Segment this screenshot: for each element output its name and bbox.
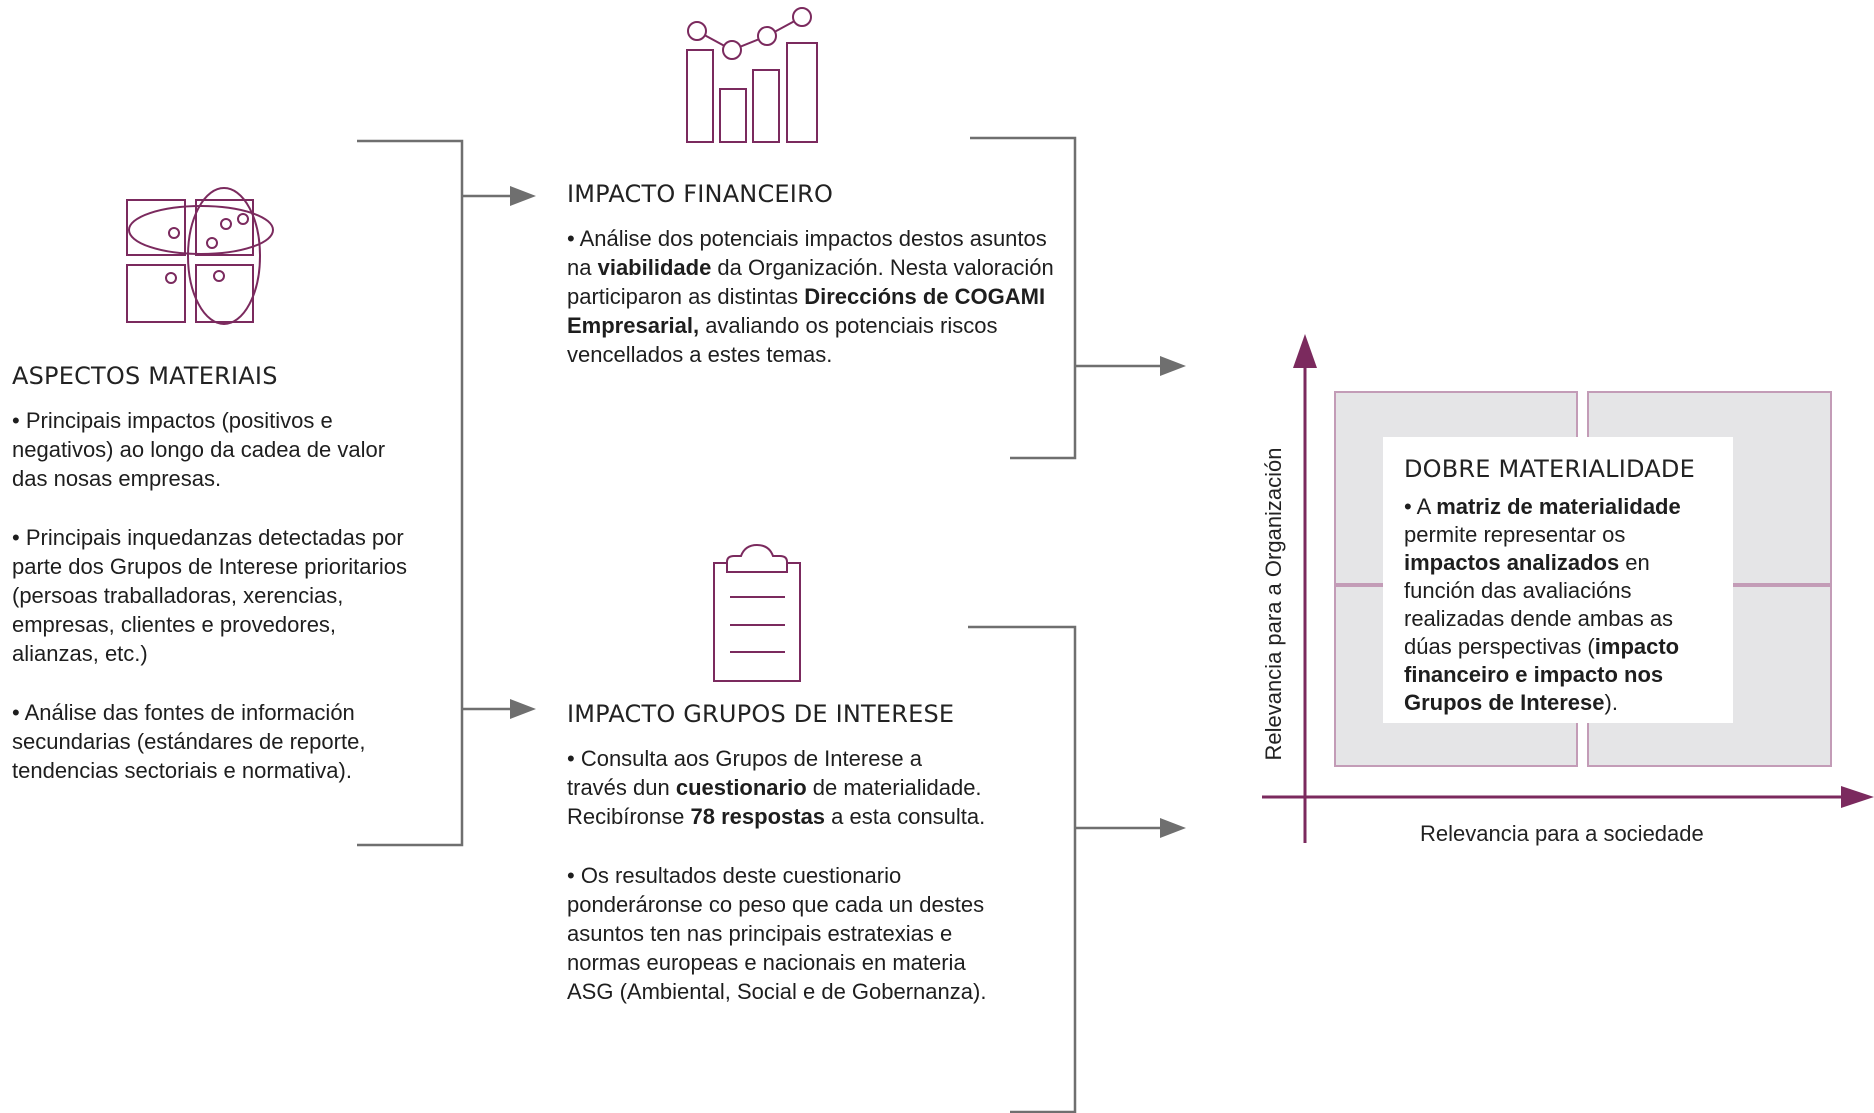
text-run: a esta consulta. bbox=[825, 804, 986, 829]
bold-text: impacto financeiro e impacto nos Grupos … bbox=[1404, 634, 1680, 715]
bold-text: matriz de materialidade bbox=[1436, 494, 1681, 519]
arrowhead-matrix-bottom bbox=[1160, 818, 1186, 838]
bold-text: viabilidade bbox=[597, 255, 712, 280]
text-run: • Principais inquedanzas detectadas por … bbox=[12, 525, 407, 666]
bold-text: cuestionario bbox=[675, 775, 807, 800]
paragraph: • Principais inquedanzas detectadas por … bbox=[12, 523, 412, 668]
text-run: de materialidade. Recibíronse bbox=[567, 775, 982, 829]
clipboard-icon bbox=[713, 543, 801, 682]
impacto-financeiro-title: IMPACTO FINANCEIRO bbox=[567, 180, 834, 208]
bar-line-chart-icon bbox=[686, 7, 818, 143]
text-run: da Organización. Nesta valoración partic… bbox=[567, 255, 1054, 309]
paragraph: • Consulta aos Grupos de Interese a trav… bbox=[567, 744, 987, 831]
paragraph: • A matriz de materialidade permite repr… bbox=[1404, 493, 1712, 717]
x-axis-arrowhead bbox=[1841, 786, 1874, 808]
text-run: avaliando os potenciais riscos vencellad… bbox=[567, 313, 998, 367]
bold-text: Direccións de COGAMI Empresarial, bbox=[567, 284, 1046, 338]
text-run: • Os resultados deste cuestionario ponde… bbox=[567, 863, 987, 1004]
impacto-financeiro-block: IMPACTO FINANCEIRO • Análise dos potenci… bbox=[567, 180, 1067, 399]
bold-text: 78 respostas bbox=[690, 804, 826, 829]
connectors bbox=[357, 136, 1170, 1113]
impacto-financeiro-body: • Análise dos potenciais impactos destos… bbox=[567, 224, 1067, 369]
arrowhead-financeiro bbox=[510, 186, 536, 206]
arrowheads bbox=[510, 186, 1186, 838]
paragraph: • Os resultados deste cuestionario ponde… bbox=[567, 861, 987, 1006]
matrix-axes bbox=[1262, 345, 1845, 843]
dobre-materialidade-title: DOBRE MATERIALIDADE bbox=[1404, 455, 1695, 483]
impacto-grupos-block: IMPACTO GRUPOS DE INTERESE • Consulta ao… bbox=[567, 700, 987, 1036]
y-axis-arrowhead bbox=[1293, 334, 1317, 368]
text-run: en función das avaliacións realizadas de… bbox=[1404, 550, 1674, 659]
matrix-clusters-icon bbox=[126, 187, 274, 325]
financeiro-bracket bbox=[970, 136, 1077, 460]
text-run: • A bbox=[1404, 494, 1437, 519]
y-axis-label: Relevancia para a Organización bbox=[1261, 447, 1286, 761]
x-axis-label: Relevancia para a sociedade bbox=[1420, 821, 1704, 846]
text-run: permite representar os bbox=[1404, 522, 1626, 547]
dobre-materialidade-box: DOBRE MATERIALIDADE • A matriz de materi… bbox=[1383, 437, 1733, 723]
arrowhead-matrix-top bbox=[1160, 356, 1186, 376]
left-bracket bbox=[357, 139, 464, 847]
text-run: • Análise das fontes de información secu… bbox=[12, 700, 366, 783]
arrowhead-grupos bbox=[510, 699, 536, 719]
paragraph: • Análise das fontes de información secu… bbox=[12, 698, 412, 785]
text-run: • Consulta aos Grupos de Interese a trav… bbox=[567, 746, 923, 800]
paragraph: • Principais impactos (positivos e negat… bbox=[12, 406, 412, 493]
impacto-grupos-title: IMPACTO GRUPOS DE INTERESE bbox=[567, 700, 955, 728]
impacto-grupos-body: • Consulta aos Grupos de Interese a trav… bbox=[567, 744, 987, 1006]
paragraph: • Análise dos potenciais impactos destos… bbox=[567, 224, 1067, 369]
bold-text: impactos analizados bbox=[1404, 550, 1620, 575]
aspectos-materiais-body: • Principais impactos (positivos e negat… bbox=[12, 406, 412, 785]
aspectos-materiais-title: ASPECTOS MATERIAIS bbox=[12, 362, 278, 390]
aspectos-materiais-block: ASPECTOS MATERIAIS • Principais impactos… bbox=[12, 362, 412, 815]
text-run: • Principais impactos (positivos e negat… bbox=[12, 408, 386, 491]
text-run: • Análise dos potenciais impactos destos… bbox=[567, 226, 1047, 280]
text-run: ). bbox=[1604, 690, 1618, 715]
grupos-bracket bbox=[968, 625, 1077, 1113]
dobre-materialidade-body: • A matriz de materialidade permite repr… bbox=[1404, 493, 1712, 717]
